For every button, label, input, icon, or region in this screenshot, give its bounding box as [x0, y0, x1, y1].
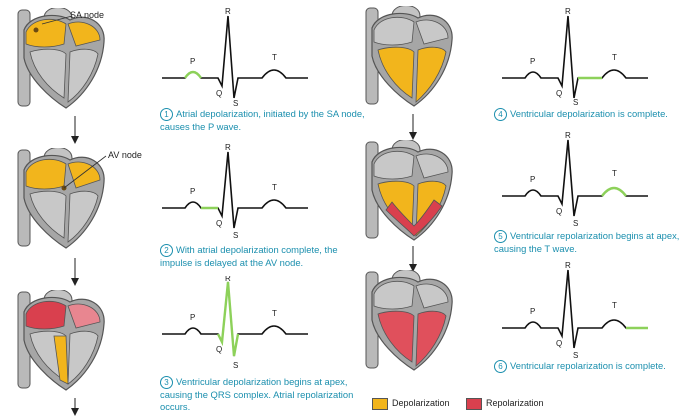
svg-text:T: T: [612, 169, 617, 178]
svg-text:Q: Q: [216, 219, 222, 228]
svg-text:R: R: [565, 262, 571, 270]
svg-text:R: R: [565, 7, 571, 16]
step-text-3: Ventricular depolarization begins at ape…: [160, 376, 354, 412]
svg-text:Q: Q: [216, 89, 222, 98]
legend-repolarization: Repolarization: [486, 398, 544, 408]
svg-text:T: T: [612, 301, 617, 310]
step-number-4: 4: [494, 108, 507, 121]
down-arrow-icon: [409, 246, 417, 272]
svg-text:P: P: [190, 57, 195, 66]
step-text-6: Ventricular repolarization is complete.: [510, 360, 666, 371]
heart-illustration-3: [14, 288, 106, 392]
svg-text:T: T: [272, 53, 277, 62]
svg-text:T: T: [272, 309, 277, 318]
heart-illustration-5: [362, 138, 454, 242]
heart-illustration-6: [362, 268, 454, 372]
svg-text:P: P: [530, 57, 535, 66]
ecg-trace-6: P R Q S T: [500, 261, 650, 364]
down-arrow-icon: [71, 116, 79, 144]
svg-text:T: T: [612, 53, 617, 62]
ecg-trace-2: P R Q S T: [160, 143, 310, 246]
legend-depolarization: Depolarization: [392, 398, 450, 408]
svg-text:Q: Q: [216, 345, 222, 354]
down-arrow-icon: [71, 398, 79, 416]
step-number-2: 2: [160, 244, 173, 257]
svg-text:S: S: [573, 351, 578, 360]
svg-text:R: R: [565, 132, 571, 140]
svg-text:S: S: [573, 219, 578, 228]
heart-illustration-1: [14, 6, 106, 110]
svg-text:Q: Q: [556, 339, 562, 348]
step-text-2: With atrial depolarization complete, the…: [160, 244, 338, 268]
down-arrow-icon: [409, 114, 417, 140]
svg-text:R: R: [225, 144, 231, 152]
ecg-trace-3: P R Q S T: [160, 274, 310, 378]
step-number-3: 3: [160, 376, 173, 389]
svg-text:P: P: [190, 187, 195, 196]
down-arrow-icon: [71, 258, 79, 286]
sa-node-label: SA node: [70, 10, 105, 20]
svg-text:S: S: [233, 361, 238, 370]
svg-text:P: P: [530, 307, 535, 316]
ecg-trace-4: P R Q S T: [500, 4, 650, 107]
step-number-1: 1: [160, 108, 173, 121]
svg-text:S: S: [233, 231, 238, 240]
svg-text:R: R: [225, 7, 231, 16]
av-node-label: AV node: [108, 150, 142, 160]
av-node-pointer: [63, 155, 107, 189]
svg-text:Q: Q: [556, 89, 562, 98]
svg-text:R: R: [225, 276, 231, 283]
heart-illustration-4: [362, 4, 454, 108]
ecg-trace-1: P R Q S T: [160, 6, 310, 108]
svg-text:P: P: [190, 313, 195, 322]
sa-node-pointer: [41, 15, 73, 25]
step-number-6: 6: [494, 360, 507, 373]
svg-text:S: S: [573, 98, 578, 106]
step-text-5: Ventricular repolarization begins at ape…: [494, 230, 680, 254]
ecg-trace-5: P R Q S T: [500, 131, 650, 234]
svg-text:S: S: [233, 99, 238, 108]
svg-text:P: P: [530, 175, 535, 184]
depolarization-swatch: [372, 398, 388, 410]
svg-text:T: T: [272, 183, 277, 192]
step-text-1: Atrial depolarization, initiated by the …: [160, 108, 365, 132]
svg-text:Q: Q: [556, 207, 562, 216]
step-number-5: 5: [494, 230, 507, 243]
repolarization-swatch: [466, 398, 482, 410]
step-text-4: Ventricular depolarization is complete.: [510, 108, 668, 119]
